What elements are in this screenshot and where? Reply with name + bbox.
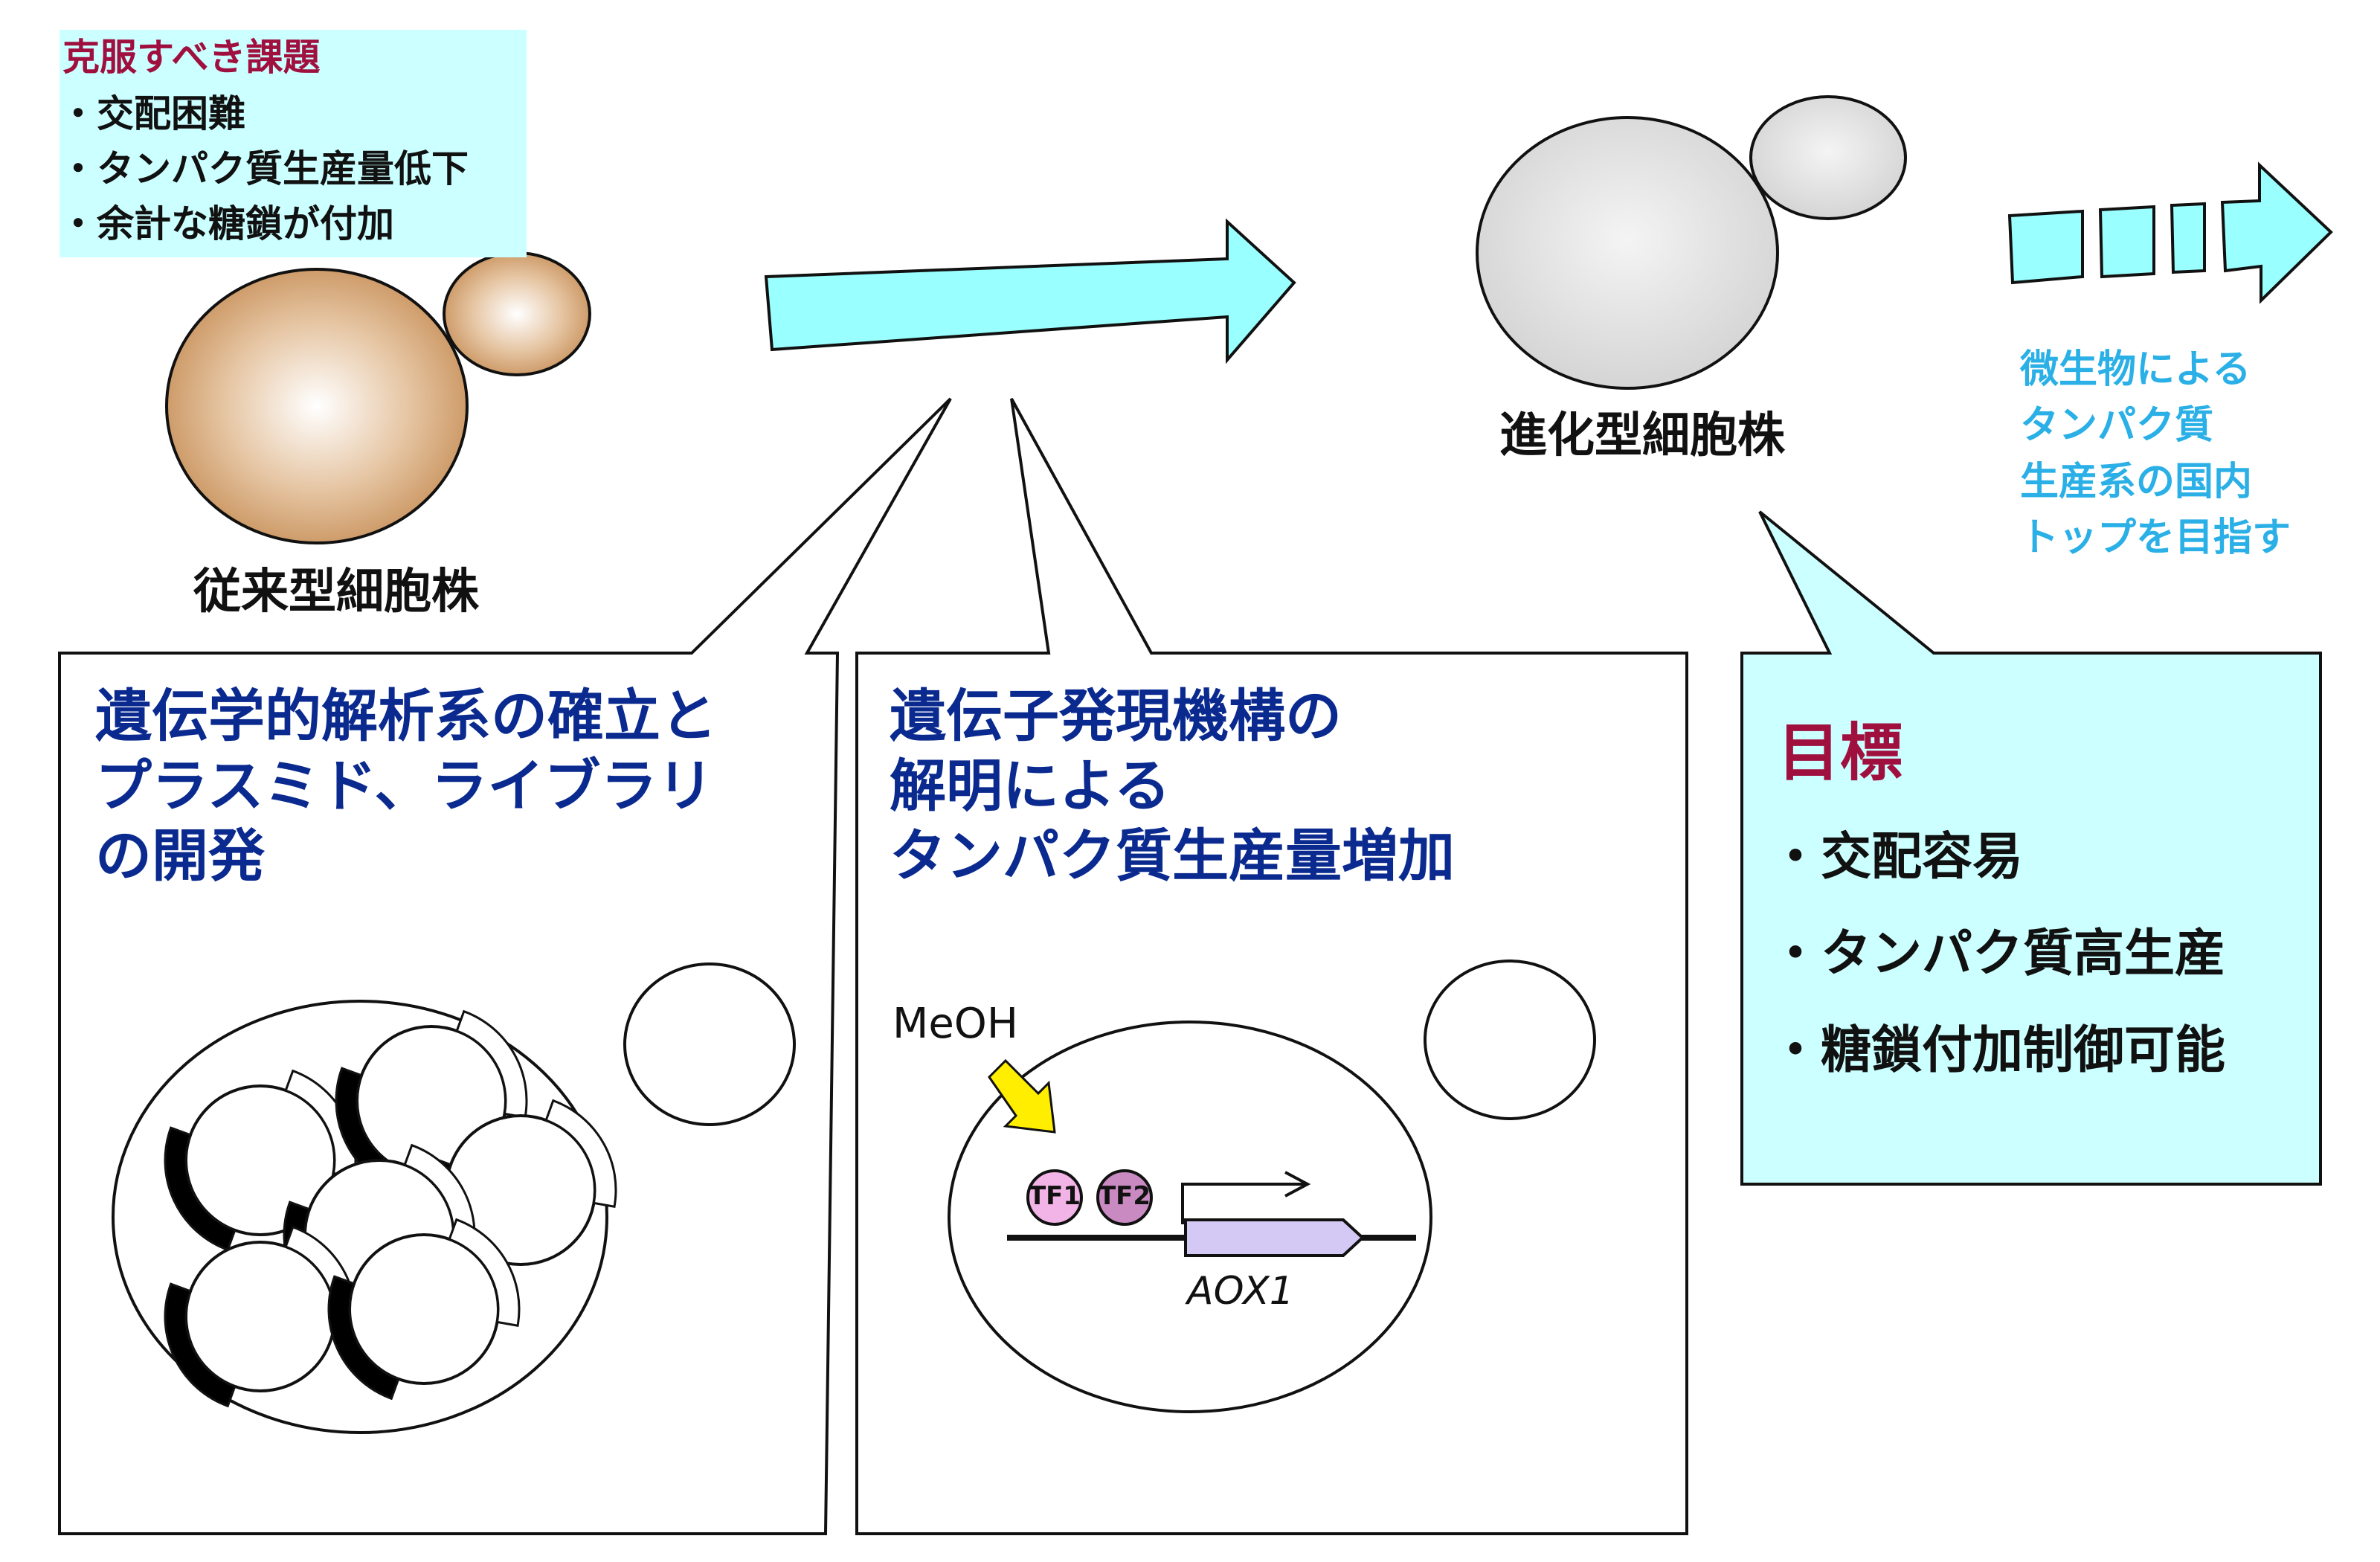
tf2-label: TF2 <box>1098 1181 1151 1211</box>
expression-title-line: 解明による <box>890 753 1171 819</box>
plasmid-marker <box>327 1275 400 1401</box>
conventional-strain-label: 従来型細胞株 <box>193 565 479 620</box>
challenges-title: 克服すべき課題 <box>62 36 321 79</box>
plasmid-insert <box>544 1099 617 1208</box>
goal-item: ・タンパク質高生産 <box>1770 925 2226 983</box>
goal-panel <box>1740 510 2322 1186</box>
aim-line: トップを目指す <box>2020 515 2291 561</box>
goal-heading: 目標 <box>1778 716 1903 789</box>
expression-title-line: タンパク質生産量増加 <box>890 823 1455 889</box>
expression-title-line: 遺伝子発現機構の <box>890 683 1342 749</box>
challenge-item: ・余計な糖鎖が付加 <box>60 202 394 245</box>
aim-text: 微生物による タンパク質 生産系の国内 トップを目指す <box>2020 342 2291 567</box>
plasmid-insert <box>448 1218 521 1327</box>
expression-cell <box>948 960 1596 1413</box>
plasmid-library <box>164 1009 617 1408</box>
genetics-title-line: の開発 <box>95 823 265 889</box>
tf2-circle <box>1096 1169 1153 1226</box>
goal-item: ・交配容易 <box>1770 828 2024 887</box>
aox1-label: AOX1 <box>1187 1269 1294 1314</box>
aim-line: 生産系の国内 <box>2020 459 2253 504</box>
progress-arrow <box>764 218 1296 364</box>
evolved-cell <box>1476 95 1907 390</box>
challenges-box <box>60 30 527 257</box>
evolved-strain-label: 進化型細胞株 <box>1499 408 1785 463</box>
genetics-title-line: 遺伝学的解析系の確立と <box>95 683 717 749</box>
transcription-arrow <box>1181 1171 1311 1224</box>
aox1-gene-box <box>1184 1218 1365 1257</box>
goal-item: ・糖鎖付加制御可能 <box>1770 1021 2226 1080</box>
aim-line: 微生物による <box>2020 347 2251 392</box>
segmented-arrow <box>2007 161 2333 304</box>
tf1-circle <box>1026 1169 1083 1226</box>
challenge-item: ・交配困難 <box>60 92 245 135</box>
plasmid-marker <box>164 1282 237 1408</box>
plasmid-marker <box>164 1126 237 1252</box>
genetics-title-line: プラスミド、ライブラリ <box>95 753 714 819</box>
challenge-item: ・タンパク質生産量低下 <box>60 147 469 190</box>
meoh-arrow-icon <box>988 1058 1056 1134</box>
tf1-label: TF1 <box>1028 1181 1081 1211</box>
conventional-cell <box>165 251 591 544</box>
meoh-label: MeOH <box>892 1000 1018 1048</box>
aim-line: タンパク質 <box>2020 403 2214 449</box>
